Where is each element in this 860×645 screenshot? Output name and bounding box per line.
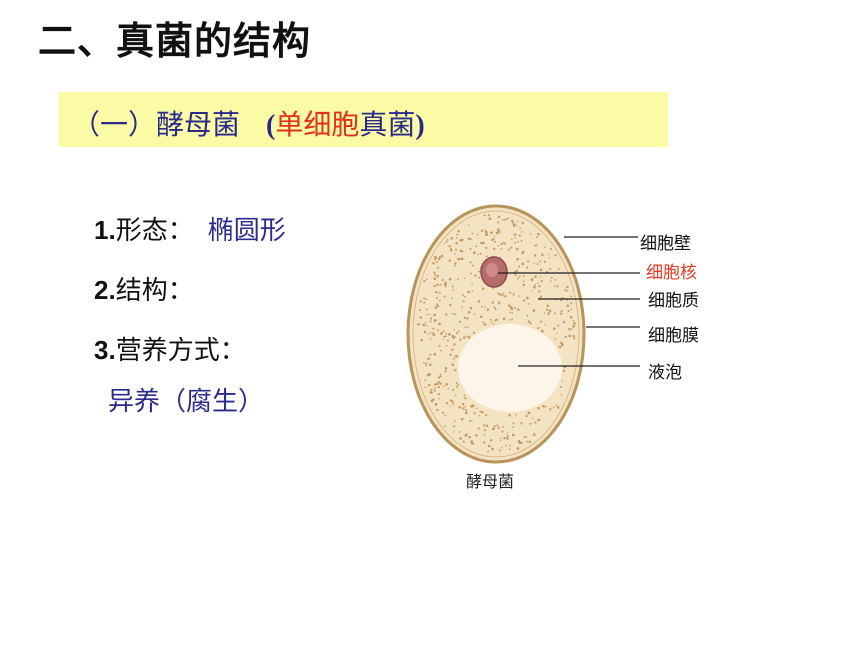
subtitle-blue-part: 真菌 — [359, 108, 416, 141]
label-nucleus: 细胞核 — [646, 263, 697, 283]
item-label: 形态： — [115, 216, 194, 246]
subtitle-paren-open: ( — [266, 110, 276, 141]
label-cytoplasm: 细胞质 — [648, 291, 699, 311]
item-number: 3. — [94, 335, 116, 365]
label-cell-membrane: 细胞膜 — [648, 326, 699, 346]
item-label: 结构： — [115, 276, 194, 306]
yeast-cell-diagram — [406, 204, 640, 464]
subtitle: （一）酵母菌 (单细胞真菌) — [72, 103, 425, 143]
item-number: 2. — [94, 275, 116, 305]
subtitle-red-part: 单细胞 — [275, 108, 360, 141]
item-structure: 2.结构： — [94, 270, 194, 307]
vacuole — [458, 324, 562, 412]
diagram-caption: 酵母菌 — [466, 472, 515, 491]
subtitle-prefix: （一）酵母菌 — [72, 108, 241, 141]
cell-membrane — [412, 210, 580, 458]
item-nutrition: 3.营养方式： — [94, 330, 246, 367]
item-number: 1. — [94, 215, 116, 245]
page-title: 二、真菌的结构 — [38, 19, 312, 63]
nucleolus — [486, 263, 498, 277]
item-value: 椭圆形 — [207, 216, 286, 246]
label-cell-wall: 细胞壁 — [640, 234, 691, 254]
item-label: 营养方式： — [115, 336, 246, 366]
subtitle-paren-close: ) — [415, 110, 425, 141]
item-nutrition-value: 异养（腐生） — [108, 387, 265, 417]
subtitle-highlight — [58, 92, 668, 147]
label-vacuole: 液泡 — [648, 363, 682, 383]
item-shape: 1.形态： 椭圆形 — [94, 210, 286, 247]
